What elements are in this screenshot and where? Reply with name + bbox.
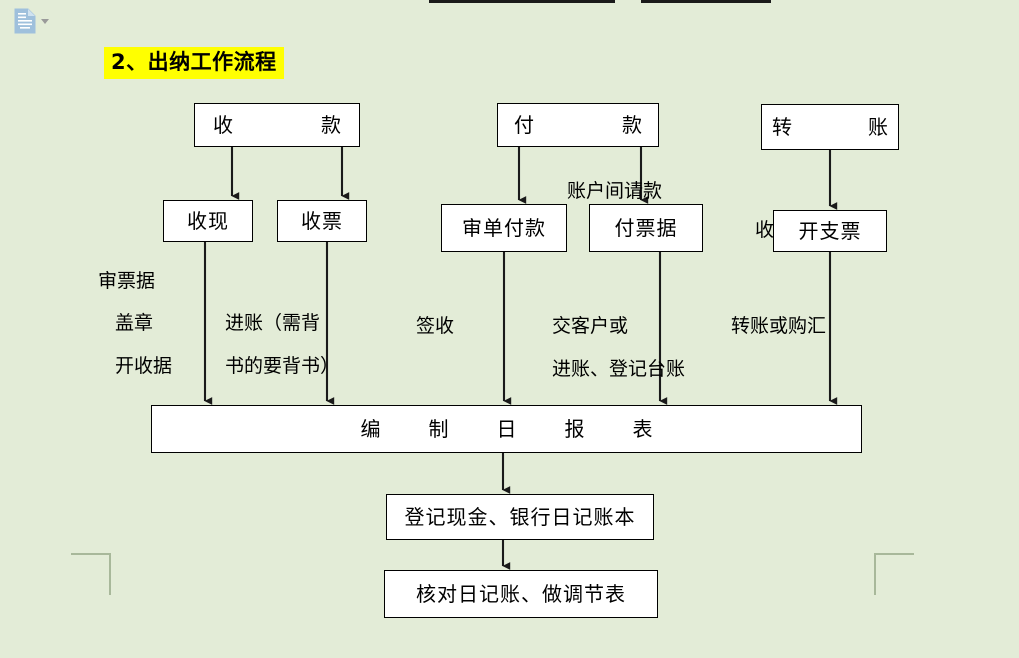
node-zhuanzhang[interactable]: 转 账	[761, 104, 899, 150]
label-jinzhang-line1: 进账（需背	[225, 312, 321, 334]
cutoff-box-top-right	[641, 0, 771, 3]
node-kaizhipiao[interactable]: 开支票	[773, 210, 887, 252]
chevron-down-icon[interactable]	[40, 16, 50, 26]
label-shenpiaoju: 审票据	[98, 270, 156, 292]
margin-corner-left	[71, 553, 111, 595]
document-icon	[14, 8, 36, 34]
margin-corner-right	[874, 553, 914, 595]
page-title: 2、出纳工作流程	[104, 47, 284, 79]
label-zhuanzhanghuogouhui: 转账或购汇	[731, 315, 827, 337]
label-jinzhang-line2: 书的要背书）	[225, 355, 340, 377]
node-shoupiao[interactable]: 收票	[277, 200, 367, 242]
node-shouxian[interactable]: 收现	[163, 200, 253, 242]
document-chip[interactable]	[14, 8, 58, 34]
cutoff-box-top-left	[429, 0, 615, 3]
node-shoukuan[interactable]: 收 款	[194, 103, 360, 147]
label-jiaokehuhuo: 交客户或	[552, 315, 629, 337]
label-jinzhangdengjitaizhang: 进账、登记台账	[552, 358, 686, 380]
node-dengji[interactable]: 登记现金、银行日记账本	[386, 494, 654, 540]
label-shou-partial: 收	[755, 219, 775, 241]
node-fupiaoju[interactable]: 付票据	[589, 204, 703, 252]
node-shendanfukuan[interactable]: 审单付款	[441, 204, 567, 252]
node-heidui[interactable]: 核对日记账、做调节表	[384, 570, 658, 618]
node-fukuan[interactable]: 付 款	[497, 103, 659, 147]
label-qianshou: 签收	[416, 315, 455, 337]
label-kaishouju: 开收据	[115, 355, 173, 377]
label-zhanghujianqingkuan: 账户间请款	[567, 180, 663, 202]
label-gaizhang: 盖章	[115, 312, 154, 334]
node-ribaobiao[interactable]: 编 制 日 报 表	[151, 405, 862, 453]
